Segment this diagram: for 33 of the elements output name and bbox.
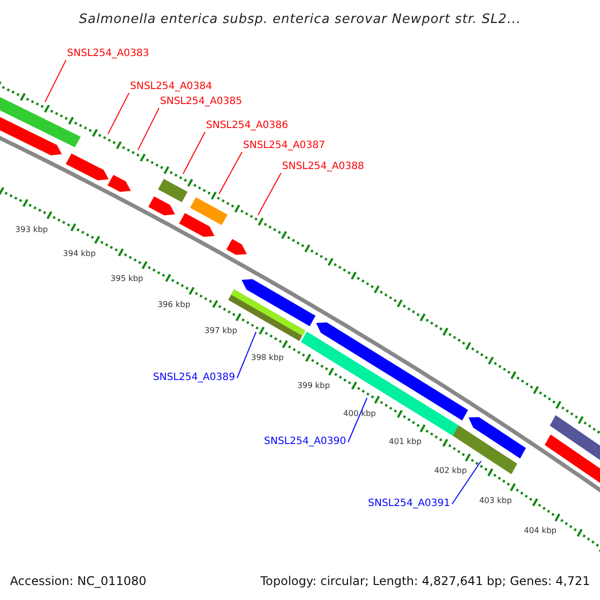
gene-label: SNSL254_A0389: [153, 373, 236, 383]
leader-line: [236, 332, 256, 378]
scale-label: 398 kbp: [251, 354, 284, 362]
leader-line: [452, 460, 482, 504]
map-title: Salmonella enterica subsp. enterica serovar Newport str. SL2...: [79, 13, 521, 26]
leader-line: [138, 108, 160, 150]
scale-label: 396 kbp: [158, 301, 190, 310]
leader-line: [258, 172, 282, 216]
leader-line: [348, 398, 368, 442]
footer-text: Accession: NC_011080: [10, 575, 146, 587]
gene-label: SNSL254_A0387: [243, 141, 326, 151]
scale-label: 397 kbp: [204, 327, 238, 336]
gene-label: SNSL254_A0386: [206, 121, 288, 131]
leader-line: [108, 92, 130, 134]
leader-line: [182, 132, 206, 174]
gene-label: SNSL254_A0390: [264, 437, 346, 447]
scale-label: 402 kbp: [434, 467, 467, 476]
scale-label: 393 kbp: [15, 226, 48, 234]
scale-label: 394 kbp: [63, 250, 96, 258]
scale-label: 401 kbp: [388, 438, 422, 446]
scale-label: 404 kbp: [524, 526, 556, 535]
leader-line: [218, 152, 242, 194]
scale-label: 395 kbp: [110, 275, 144, 284]
gene-label: SNSL254_A0391: [368, 499, 450, 509]
scale-label: 399 kbp: [297, 382, 330, 390]
gene-label: SNSL254_A0388: [282, 162, 364, 172]
scale-label: 403 kbp: [479, 496, 512, 505]
scale-label: 400 kbp: [343, 410, 376, 418]
leader-line: [44, 60, 66, 102]
gene-label: SNSL254_A0383: [67, 49, 150, 59]
footer-text: Topology: circular; Length: 4,827,641 bp; Genes: 4,721: [260, 575, 590, 587]
gene-label: SNSL254_A0384: [130, 82, 212, 92]
gene-label: SNSL254_A0385: [160, 97, 242, 107]
